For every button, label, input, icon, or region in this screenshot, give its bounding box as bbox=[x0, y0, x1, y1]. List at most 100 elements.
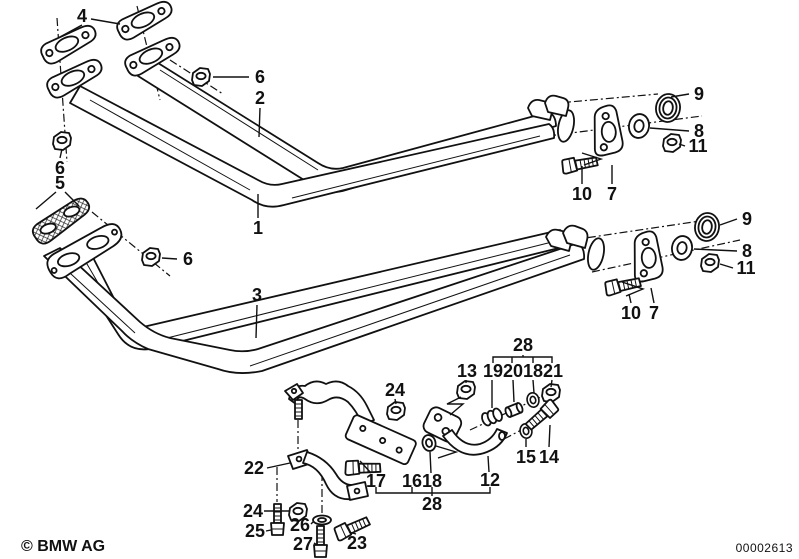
leader-line-part-26 bbox=[310, 520, 315, 525]
hex-nut-11-upper bbox=[662, 133, 682, 153]
upper-pipe-end bbox=[527, 94, 575, 143]
hex-nut-6-top bbox=[191, 67, 211, 87]
leader-line-part-12 bbox=[487, 455, 490, 473]
leader-line-part-3 bbox=[255, 304, 258, 339]
clamp-bracket-22 bbox=[287, 449, 369, 501]
step-leader-13 bbox=[446, 396, 465, 416]
leader-line-part-27 bbox=[313, 542, 318, 546]
washer-18-right bbox=[524, 390, 542, 410]
diagram-number: 00002613 bbox=[735, 541, 793, 555]
callout-part-19-20: 19 bbox=[483, 361, 503, 381]
ring-8-lower bbox=[669, 233, 695, 263]
leader-line-part-14 bbox=[548, 424, 551, 448]
ring-8-upper bbox=[626, 111, 652, 141]
lower-pipe-end bbox=[545, 224, 605, 271]
callout-part-11-10: 11 bbox=[688, 136, 707, 156]
hanger-strap-12 bbox=[422, 406, 508, 456]
leader-line-part-8 bbox=[693, 248, 738, 252]
leader-line-part-18 bbox=[429, 451, 432, 474]
leader-line-part-2 bbox=[258, 107, 261, 138]
leader-line-part-25 bbox=[265, 529, 272, 532]
leader-line-part-8 bbox=[649, 127, 690, 132]
leader-line-part-11 bbox=[678, 143, 686, 147]
leader-line-part-9 bbox=[719, 218, 738, 226]
callout-part-22-25: 22 bbox=[244, 458, 264, 478]
support-flange-7-upper bbox=[590, 103, 625, 157]
callout-part-18-22: 18 bbox=[523, 361, 543, 381]
leader-line-part-18 bbox=[532, 379, 535, 394]
spacer-sleeve-20 bbox=[504, 402, 524, 418]
hex-nut-11-lower bbox=[700, 253, 720, 273]
bolt-10-upper bbox=[560, 154, 600, 175]
callout-part-6-3: 6 bbox=[55, 158, 65, 178]
group-bracket-28-top bbox=[492, 355, 553, 363]
leader-line-part-4 bbox=[90, 18, 121, 25]
callout-part-28-18: 28 bbox=[513, 335, 533, 355]
exhaust-pipe-3-front bbox=[43, 242, 586, 374]
callout-part-5-4: 5 bbox=[55, 173, 65, 193]
leader-line-part-7 bbox=[650, 287, 655, 304]
gasket-flange-4b bbox=[112, 0, 177, 43]
callout-part-24-24: 24 bbox=[385, 380, 405, 400]
leader-line-part-23 bbox=[348, 531, 357, 535]
leader-line-part-4 bbox=[59, 24, 83, 38]
leader-line-part-10 bbox=[628, 293, 632, 304]
callout-part-3-7: 3 bbox=[252, 285, 262, 305]
callout-part-13-19: 13 bbox=[457, 361, 477, 381]
callout-part-6-6: 6 bbox=[183, 249, 193, 269]
callout-part-20-21: 20 bbox=[503, 361, 523, 381]
rubber-bush-19 bbox=[481, 407, 503, 427]
callout-part-14-31: 14 bbox=[539, 447, 559, 467]
callout-part-6-1: 6 bbox=[255, 67, 265, 87]
callout-part-25-35: 25 bbox=[245, 521, 265, 541]
exhaust-pipe-1 bbox=[69, 85, 556, 208]
leader-line-part-9 bbox=[670, 93, 690, 98]
callout-part-16-27: 16 bbox=[402, 471, 422, 491]
pointer-wedge-plate bbox=[435, 445, 459, 459]
leader-line-part-17 bbox=[359, 460, 372, 474]
leader-line-part-5 bbox=[64, 191, 80, 207]
callout-part-8-9: 8 bbox=[694, 121, 704, 141]
callout-part-24-33: 24 bbox=[243, 501, 263, 521]
callout-part-1-5: 1 bbox=[253, 218, 263, 238]
callout-part-28-32: 28 bbox=[422, 494, 442, 514]
leader-line-part-20 bbox=[512, 379, 515, 403]
washer-26 bbox=[312, 514, 332, 526]
callout-part-11-15: 11 bbox=[736, 258, 755, 278]
callout-part-10-16: 10 bbox=[621, 303, 641, 323]
callout-part-7-12: 7 bbox=[607, 184, 617, 204]
front-pipe-flange bbox=[46, 223, 123, 280]
leader-line-part-21 bbox=[550, 379, 553, 388]
gasket-flange-4a bbox=[36, 23, 101, 67]
callout-part-9-13: 9 bbox=[742, 209, 752, 229]
leader-line-part-5 bbox=[35, 191, 57, 210]
hex-nut-6-left bbox=[52, 131, 72, 151]
bracket-plate-16 bbox=[344, 414, 417, 466]
callout-part-8-14: 8 bbox=[742, 241, 752, 261]
callout-part-9-8: 9 bbox=[694, 84, 704, 104]
leader-line-part-6 bbox=[161, 257, 178, 260]
callout-part-27-36: 27 bbox=[293, 534, 313, 554]
pointer-wedge-upper bbox=[581, 152, 604, 166]
group-bracket-28-bottom bbox=[375, 487, 491, 496]
hex-nut-24-upper bbox=[386, 401, 406, 421]
ring-9-lower bbox=[692, 210, 722, 244]
callout-part-12-29: 12 bbox=[480, 470, 500, 490]
pointer-wedge-lower bbox=[621, 281, 646, 297]
bolt-27 bbox=[313, 525, 328, 558]
callout-part-23-37: 23 bbox=[347, 533, 367, 553]
support-flange-7-lower bbox=[630, 229, 665, 283]
gasket-5 bbox=[31, 197, 91, 245]
callout-part-7-17: 7 bbox=[649, 303, 659, 323]
callout-part-21-23: 21 bbox=[543, 361, 563, 381]
callout-part-26-34: 26 bbox=[290, 515, 310, 535]
leader-line-part-6 bbox=[59, 148, 63, 159]
callout-part-2-2: 2 bbox=[255, 88, 265, 108]
hex-nut-13 bbox=[456, 380, 476, 400]
callout-part-10-11: 10 bbox=[572, 184, 592, 204]
callout-part-18-28: 18 bbox=[422, 471, 442, 491]
leader-line-part-24 bbox=[394, 398, 397, 405]
callout-part-4-0: 4 bbox=[77, 6, 87, 26]
